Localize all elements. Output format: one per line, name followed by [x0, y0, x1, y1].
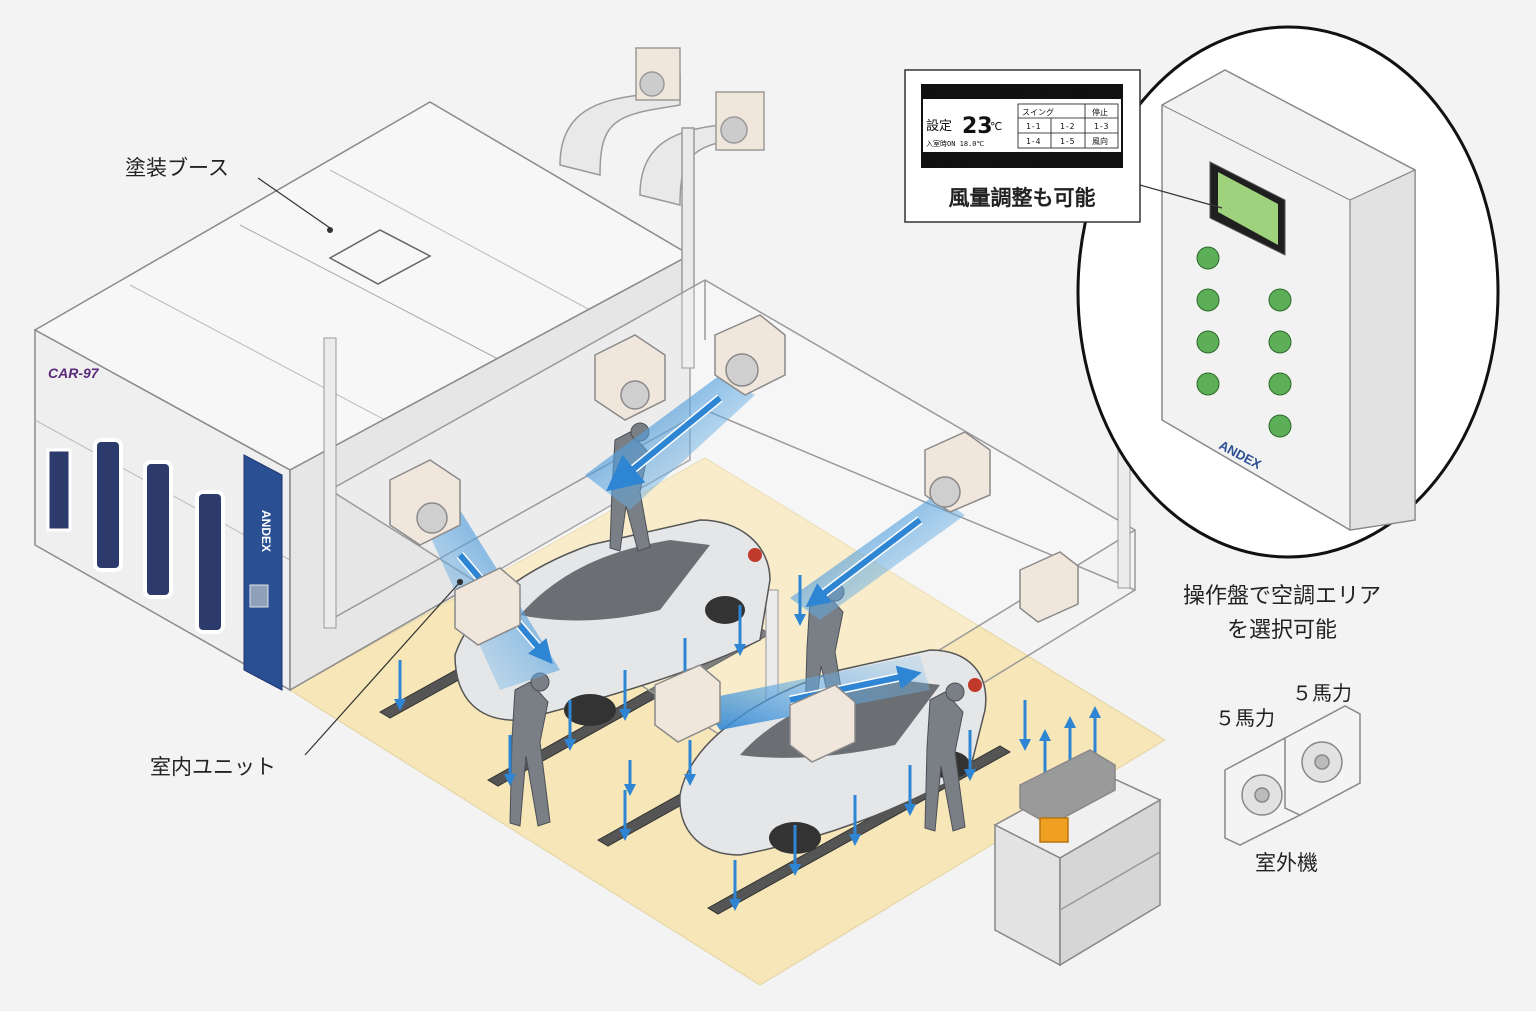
hp-label-left: ５馬力	[1215, 706, 1275, 730]
lcd-cell-4: 1-4	[1026, 137, 1041, 146]
panel-caption-line2: を選択可能	[1227, 618, 1337, 643]
lcd-cell-all: 風向	[1092, 136, 1108, 146]
lcd-cell-3: 1-3	[1094, 122, 1109, 131]
lcd-sub-text: 入室時ON 18.0℃	[926, 139, 985, 148]
lcd-set-label: 設定	[926, 118, 952, 134]
lcd-foot-3: 風量 強	[991, 157, 1016, 165]
booth-brand-logo: ANDEX	[259, 510, 273, 552]
booth-model-logo: CAR-97	[48, 365, 100, 381]
roof-ducts	[559, 47, 765, 369]
airflow-caption: 風量調整も可能	[949, 186, 1096, 210]
lcd-set-unit: ℃	[990, 120, 1002, 133]
lcd-header-left: ゾーン1	[928, 88, 960, 99]
label-leaders	[257, 177, 464, 756]
booth-label: 塗装ブース	[125, 156, 229, 180]
lcd-footer: 風量 弱 風量 中 風量 強 運転 入切 戻る	[922, 152, 1122, 167]
indoor-unit-label: 室内ユニット	[150, 755, 276, 779]
lcd-foot-2: 風量 中	[958, 156, 983, 165]
lcd-grid	[1017, 103, 1119, 149]
exhaust-cabinet	[993, 749, 1162, 967]
lcd-zoom-box: ゾーン1 室温12.3℃ 運転 設定 23 ℃ 入室時ON 18.0℃ スイング…	[904, 69, 1223, 223]
hp-label-right: ５馬力	[1292, 681, 1352, 705]
control-panel: ANDEX	[1161, 69, 1416, 531]
lcd-cell-2: 1-2	[1060, 122, 1075, 131]
lcd-foot-5: 入切	[1060, 157, 1074, 165]
lcd-foot-6: 戻る	[1094, 156, 1108, 165]
lcd-header-button: 運転	[1072, 88, 1090, 99]
panel-caption-line1: 操作盤で空調エリア	[1183, 584, 1381, 609]
lcd-cell-5: 1-5	[1060, 137, 1075, 146]
lcd-cell-1: 1-1	[1026, 122, 1041, 131]
outdoor-units	[1224, 705, 1361, 846]
outdoor-unit-label: 室外機	[1255, 851, 1318, 875]
lcd-foot-1: 風量 弱	[925, 157, 950, 165]
lcd-foot-4: 運転	[1026, 156, 1040, 165]
lcd-set-value: 23	[962, 114, 993, 139]
indoor-units	[389, 314, 1079, 763]
downflow-arrows	[394, 575, 1031, 911]
lcd-cell-stop: 停止	[1092, 107, 1108, 117]
paint-booth-enclosure: ANDEX CAR-97	[33, 101, 692, 692]
lcd-cell-swing: スイング	[1022, 107, 1054, 117]
lcd-header-mid: 室温12.3℃	[1000, 87, 1049, 99]
